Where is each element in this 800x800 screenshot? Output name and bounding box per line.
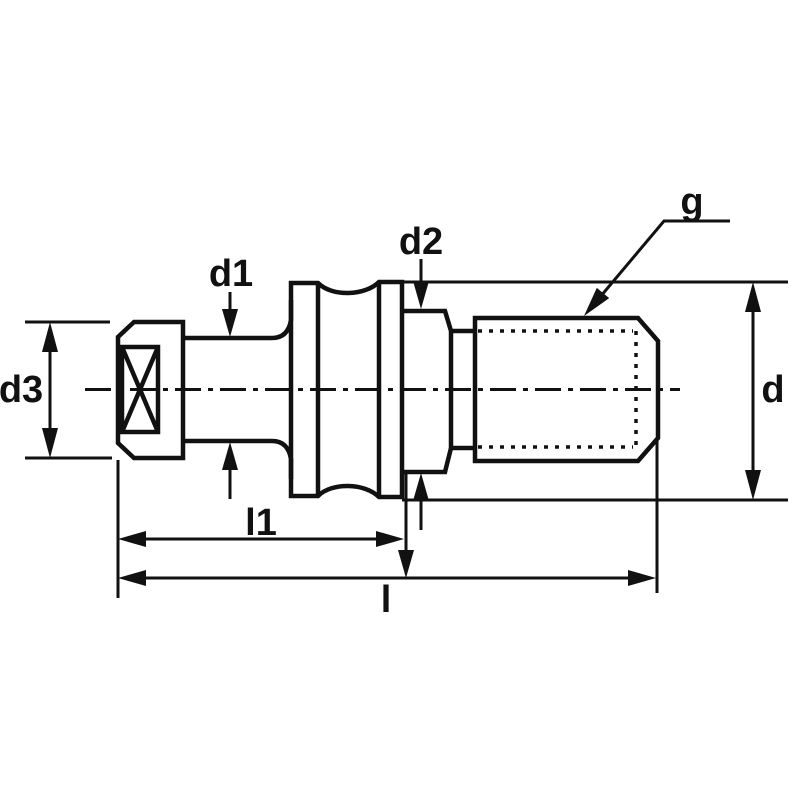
dimension-l1: l1 — [116, 460, 404, 598]
d1-arrow-bottom — [222, 442, 238, 470]
d3-arrow-down — [42, 428, 58, 458]
g-leader-line — [588, 219, 730, 310]
d-arrow-down — [745, 470, 761, 500]
dimension-label-d3: d3 — [0, 369, 43, 411]
d-arrow-up — [745, 282, 761, 312]
d2-arrow-top — [413, 281, 429, 309]
dimension-d3: d3 — [0, 320, 112, 460]
d2-reference-arrow-down — [398, 550, 414, 578]
neck-top-edge — [183, 300, 294, 341]
dimension-label-l1: l1 — [245, 502, 277, 544]
head-outline — [115, 319, 186, 461]
dimension-label-d: d — [761, 369, 784, 411]
flange-outline — [288, 279, 405, 500]
d2-arrow-bottom — [413, 473, 429, 501]
dimension-d: d — [402, 280, 788, 502]
l-arrow-right — [628, 570, 656, 586]
g-leader-arrow — [584, 287, 610, 316]
dimension-label-d2: d2 — [399, 221, 443, 263]
dimension-label-l: l — [381, 579, 392, 621]
d3-arrow-up — [42, 322, 58, 352]
collar-outline — [402, 308, 454, 475]
dimension-label-g: g — [680, 181, 703, 223]
neck-bottom-edge — [183, 438, 294, 479]
dimension-l: l — [118, 438, 659, 621]
relief-groove-edges — [451, 328, 475, 451]
dimension-d2: d2 — [398, 221, 443, 578]
dimension-label-d1: d1 — [209, 253, 253, 295]
dimension-d1: d1 — [209, 253, 253, 499]
callout-g: g — [584, 181, 730, 316]
l1-arrow-left — [118, 531, 146, 547]
l-arrow-left — [118, 570, 146, 586]
l1-arrow-right — [376, 531, 404, 547]
d1-arrow-top — [222, 309, 238, 337]
